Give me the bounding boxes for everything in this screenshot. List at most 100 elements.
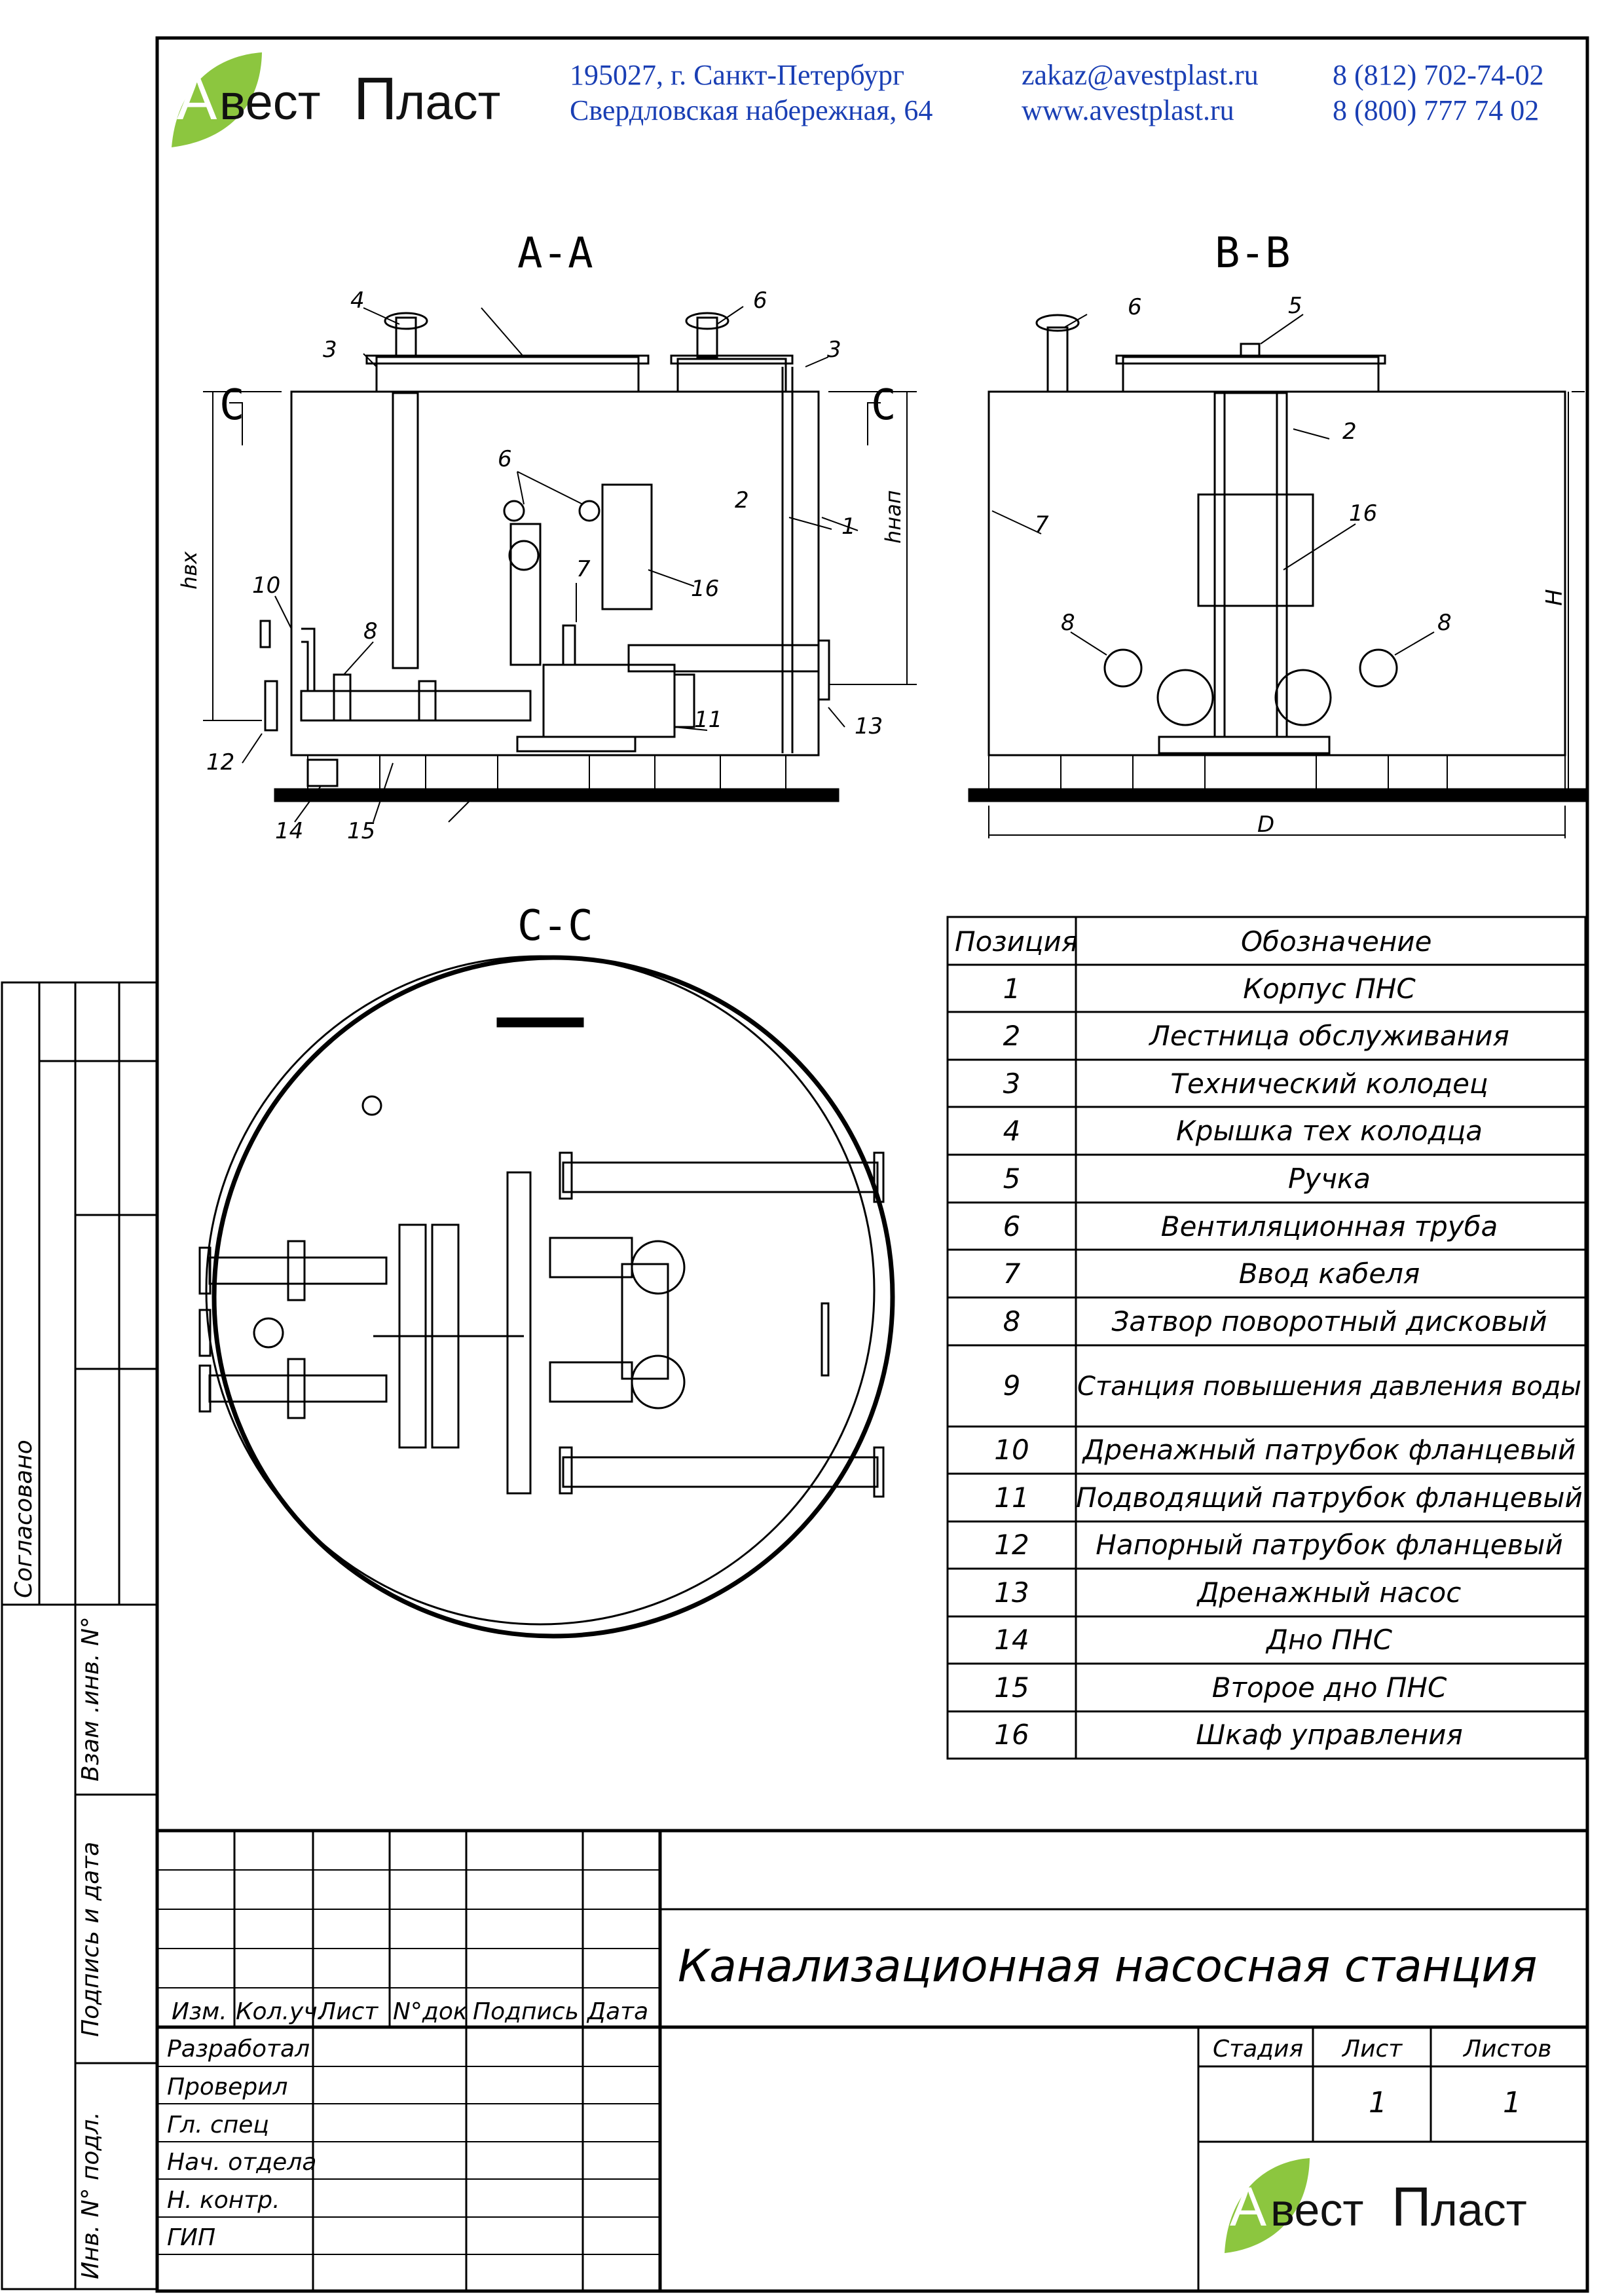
side-stamp <box>1 981 158 2290</box>
view-bb-title: В-В <box>1215 229 1291 278</box>
phone-2: 8 (800) 777 74 02 <box>1333 94 1540 126</box>
callout-8a: 7 <box>576 556 591 582</box>
role-proveril: Проверил <box>167 2074 288 2100</box>
callout-3a: 3 <box>323 337 337 363</box>
logo-letter-a: А <box>177 65 217 132</box>
sheet-label: Лист <box>1341 2036 1403 2062</box>
callout-9: 11 <box>694 707 722 733</box>
logo-text-last: ласт <box>396 75 500 130</box>
spec-row-name: Затвор поворотный дисковый <box>1112 1305 1547 1337</box>
role-razrabotal: Разработал <box>167 2036 310 2062</box>
col-header-dok: N°док <box>393 1998 468 2025</box>
spec-row-name: Шкаф управления <box>1196 1719 1462 1751</box>
spec-header-pos: Позиция <box>955 925 1078 958</box>
sheet-value: 1 <box>1369 2086 1387 2119</box>
spec-table <box>946 916 1587 1760</box>
callout-2: 2 <box>735 487 749 513</box>
col-header-izm: Изм. <box>172 1998 227 2025</box>
callout-7: 6 <box>498 446 512 472</box>
spec-row-pos: 4 <box>1003 1115 1021 1147</box>
dim-hvx: hвх <box>177 551 202 589</box>
logo-text-last: ласт <box>1431 2184 1527 2235</box>
website-link[interactable]: www.avestplast.ru <box>1022 94 1234 126</box>
stamp-inv: Инв. N° подл. <box>77 2112 104 2279</box>
callout-13: 14 <box>275 818 303 844</box>
sheets-label: Листов <box>1462 2036 1551 2062</box>
view-cc: С-С <box>198 902 895 1639</box>
web-block: zakaz@avestplast.ru www.avestplast.ru <box>1022 58 1259 128</box>
sheets-value: 1 <box>1503 2086 1521 2119</box>
bb-callout-2: 2 <box>1342 419 1357 445</box>
col-header-list: Лист <box>317 1998 378 2025</box>
leaf-icon <box>172 52 262 147</box>
bb-callout-6: 6 <box>1128 294 1142 320</box>
spec-row-name: Технический колодец <box>1170 1068 1488 1100</box>
logo-text-vest: вест <box>219 75 321 130</box>
spec-header-name: Обозначение <box>1241 925 1431 958</box>
spec-row-name: Корпус ПНС <box>1243 973 1416 1005</box>
spec-row-name: Крышка тех колодца <box>1176 1115 1483 1147</box>
view-cc-title: С-С <box>517 902 593 950</box>
spec-row-pos: 15 <box>994 1671 1029 1704</box>
callout-3b: 3 <box>827 337 841 363</box>
role-n-kontr: Н. контр. <box>167 2187 280 2214</box>
phone-1: 8 (812) 702-74-02 <box>1333 59 1544 91</box>
callout-15: 15 <box>347 818 375 844</box>
stamp-agreed: Согласовано <box>10 1440 37 1598</box>
dim-h: H <box>1541 589 1568 606</box>
section-c-right: C <box>871 381 896 430</box>
callout-12: 13 <box>855 713 883 739</box>
col-header-kol: Кол.уч. <box>236 1998 325 2025</box>
phone-block: 8 (812) 702-74-02 8 (800) 777 74 02 <box>1333 58 1544 128</box>
role-nach-otdela: Нач. отдела <box>167 2149 316 2176</box>
callout-6b: 6 <box>753 288 767 314</box>
col-header-data: Дата <box>586 1998 648 2025</box>
company-logo: А вест П ласт <box>172 52 500 147</box>
spec-row-pos: 2 <box>1003 1020 1021 1052</box>
spec-row-name: Дно ПНС <box>1265 1624 1392 1656</box>
callout-1: 1 <box>841 513 856 540</box>
col-header-podpis: Подпись <box>473 1998 579 2025</box>
section-c-left: C <box>219 381 245 430</box>
drawing-title: Канализационная насосная станция <box>678 1941 1537 1992</box>
logo-text-vest: вест <box>1270 2184 1363 2235</box>
callout-16: 16 <box>691 576 719 602</box>
spec-row-name: Подводящий патрубок фланцевый <box>1076 1482 1583 1514</box>
callout-11: 12 <box>206 749 234 775</box>
spec-row-pos: 12 <box>994 1529 1029 1561</box>
company-logo-bottom: А вест П ласт <box>1225 2158 1527 2253</box>
spec-row-name: Станция повышения давления воды <box>1077 1371 1581 1402</box>
logo-letter-p: П <box>1392 2176 1431 2237</box>
email-link[interactable]: zakaz@avestplast.ru <box>1022 59 1259 91</box>
spec-row-pos: 6 <box>1003 1210 1021 1242</box>
spec-row-pos: 16 <box>994 1719 1029 1751</box>
spec-row-pos: 7 <box>1003 1258 1021 1290</box>
spec-row-pos: 10 <box>994 1434 1029 1466</box>
view-bb: В-В H D <box>968 229 1586 838</box>
spec-row-name: Вентиляционная труба <box>1161 1210 1498 1242</box>
spec-row-name: Дренажный патрубок фланцевый <box>1082 1434 1576 1466</box>
callout-10: 10 <box>252 572 280 599</box>
logo-letter-p: П <box>354 65 397 132</box>
logo-letter-a: А <box>1230 2176 1266 2237</box>
spec-row-name: Дренажный насос <box>1196 1577 1462 1609</box>
spec-row-pos: 3 <box>1003 1068 1021 1100</box>
callout-8b: 8 <box>363 618 378 644</box>
spec-row-name: Лестница обслуживания <box>1148 1020 1509 1052</box>
address-block: 195027, г. Санкт-Петербург Свердловская … <box>570 58 932 128</box>
spec-row-name: Ручка <box>1288 1163 1371 1195</box>
address-line-1: 195027, г. Санкт-Петербург <box>570 59 905 91</box>
bb-callout-7: 7 <box>1035 512 1049 538</box>
bb-callout-16: 16 <box>1349 500 1377 527</box>
spec-row-pos: 9 <box>1003 1370 1021 1402</box>
spec-row-name: Ввод кабеля <box>1239 1258 1420 1290</box>
callout-6a: 4 <box>350 288 365 314</box>
title-block <box>157 1829 1587 2291</box>
spec-row-pos: 8 <box>1003 1305 1021 1337</box>
dim-d: D <box>1257 812 1274 838</box>
dim-hnap: hнап <box>881 490 906 544</box>
stamp-vzam: Взам .инв. N° <box>77 1616 104 1782</box>
spec-row-pos: 11 <box>994 1482 1029 1514</box>
leaf-icon <box>1225 2158 1310 2253</box>
